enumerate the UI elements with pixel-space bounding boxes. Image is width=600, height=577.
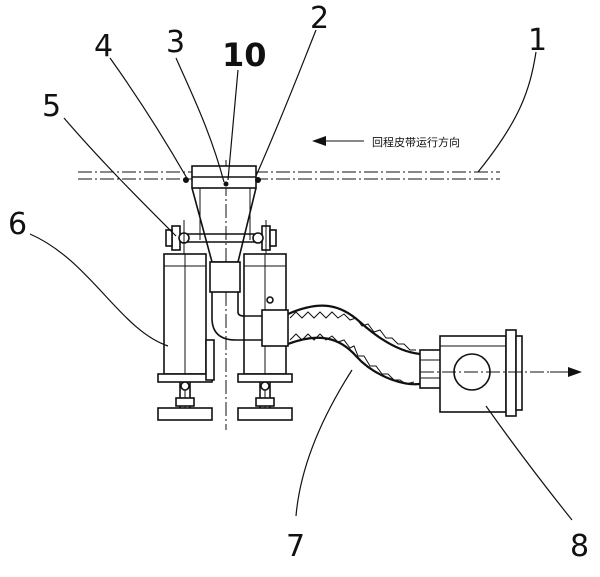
hopper <box>183 165 261 263</box>
return-belt <box>78 171 500 180</box>
belt-direction-arrow <box>312 136 364 146</box>
label-1: 1 <box>528 23 547 58</box>
label-10: 10 <box>222 36 267 74</box>
label-3: 3 <box>166 25 185 60</box>
label-8: 8 <box>570 529 589 564</box>
label-6: 6 <box>8 207 27 242</box>
left-support-cylinder <box>157 253 215 421</box>
flexible-hose <box>287 304 421 386</box>
elbow-pipe <box>209 261 289 347</box>
leader-lines <box>29 29 573 521</box>
label-7: 7 <box>286 529 305 564</box>
discharge-box <box>419 329 560 417</box>
cross-shaft <box>165 220 277 256</box>
label-4: 4 <box>94 29 113 64</box>
outlet-flow-arrow <box>550 367 582 377</box>
label-2: 2 <box>310 1 329 36</box>
belt-direction-note: 回程皮带运行方向 <box>372 135 460 149</box>
label-5: 5 <box>42 89 61 124</box>
